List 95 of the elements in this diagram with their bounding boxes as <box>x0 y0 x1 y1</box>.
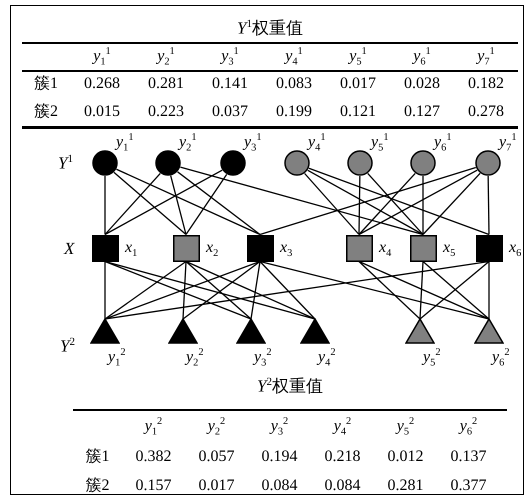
connector-line <box>185 174 228 235</box>
connector-line <box>358 172 416 235</box>
connector-line <box>488 176 490 234</box>
connector-line <box>488 262 490 319</box>
table-cell: 0.057 <box>198 449 234 465</box>
connector-line <box>422 176 424 234</box>
table-cell: 0.084 <box>324 478 360 494</box>
connector-line <box>260 166 476 236</box>
table-cell: 0.127 <box>404 104 440 120</box>
triangle-node <box>236 318 266 344</box>
table-title: Y$^{1}$权重值 <box>237 19 303 37</box>
table-cell: 0.268 <box>84 76 120 92</box>
node-label: x$_{1}$ <box>125 240 138 260</box>
table-cell: 0.084 <box>262 478 298 494</box>
connector-line <box>358 261 420 320</box>
table-cell: 0.281 <box>388 478 424 494</box>
square-node <box>410 234 436 262</box>
connector-line <box>260 260 490 320</box>
square-node <box>172 234 200 262</box>
connector-line <box>358 170 478 236</box>
triangle-node <box>474 318 504 344</box>
connector-line <box>114 172 186 235</box>
table-cell: 0.182 <box>468 76 504 92</box>
circle-node <box>284 150 310 176</box>
square-node <box>476 234 502 262</box>
circle-node <box>475 150 501 176</box>
circle-node <box>220 150 246 176</box>
connector-line <box>177 171 260 236</box>
table-cell: 0.015 <box>84 104 120 120</box>
node-label: x$_{2}$ <box>206 240 218 260</box>
table-cell: 0.083 <box>276 76 312 92</box>
triangle-node <box>405 318 435 344</box>
row-header: 簇2 <box>86 478 110 494</box>
table-cell: 0.157 <box>136 478 172 494</box>
layer-label: Y$^{1}$ <box>58 154 73 172</box>
table-cell: 0.218 <box>324 449 360 465</box>
table-cell: 0.121 <box>340 104 376 120</box>
table-cell: 0.137 <box>450 449 486 465</box>
square-node <box>246 234 274 262</box>
connector-line <box>104 176 106 234</box>
connector-line <box>104 260 490 320</box>
table-cell: 0.278 <box>468 104 504 120</box>
node-label: x$_{3}$ <box>280 240 292 260</box>
node-label: x$_{6}$ <box>509 240 522 260</box>
connector-line <box>104 262 106 319</box>
square-node <box>346 234 372 262</box>
connector-line <box>308 168 490 236</box>
connector-line <box>307 170 424 236</box>
connector-line <box>186 260 316 320</box>
connector-line <box>367 173 424 235</box>
connector-line <box>104 260 186 320</box>
circle-node <box>347 150 373 176</box>
table-cell: 0.223 <box>148 104 184 120</box>
connector-line <box>186 261 252 320</box>
connector-line <box>422 172 481 235</box>
connector-line <box>104 173 161 235</box>
table-cell: 0.028 <box>404 76 440 92</box>
connector-line <box>358 176 360 234</box>
connector-line <box>182 261 187 320</box>
triangle-node <box>90 318 120 344</box>
table-cell: 0.017 <box>198 478 234 494</box>
table-cell: 0.141 <box>212 76 248 92</box>
table-cell: 0.199 <box>276 104 312 120</box>
triangle-node <box>300 318 330 344</box>
connector-line <box>182 260 260 320</box>
connector-line <box>170 176 187 235</box>
circle-node <box>155 150 181 176</box>
connector-line <box>358 260 490 320</box>
connector-line <box>104 260 316 320</box>
square-node <box>92 234 118 262</box>
connector-line <box>260 261 316 320</box>
table-cell: 0.037 <box>212 104 248 120</box>
row-header: 簇1 <box>34 76 58 92</box>
row-header: 簇2 <box>34 104 58 120</box>
circle-node <box>410 150 436 176</box>
table-cell: 0.194 <box>262 449 298 465</box>
table-cell: 0.017 <box>340 76 376 92</box>
connector-line <box>180 166 424 236</box>
table-cell: 0.012 <box>388 449 424 465</box>
row-header: 簇1 <box>86 449 110 465</box>
node-label: x$_{5}$ <box>443 240 456 260</box>
connector-line <box>304 173 360 235</box>
layer-label: X <box>64 240 74 257</box>
layer-label: Y$^{2}$ <box>60 337 75 355</box>
connector-line <box>104 170 222 236</box>
circle-node <box>92 150 118 176</box>
connector-line <box>116 168 260 236</box>
triangle-node <box>168 318 198 344</box>
node-label: x$_{4}$ <box>379 240 392 260</box>
table-title: Y$^{2}$权重值 <box>257 377 323 395</box>
connector-line <box>250 261 261 320</box>
table-cell: 0.281 <box>148 76 184 92</box>
table-cell: 0.377 <box>450 478 486 494</box>
connector-line <box>419 261 424 320</box>
table-cell: 0.382 <box>136 449 172 465</box>
